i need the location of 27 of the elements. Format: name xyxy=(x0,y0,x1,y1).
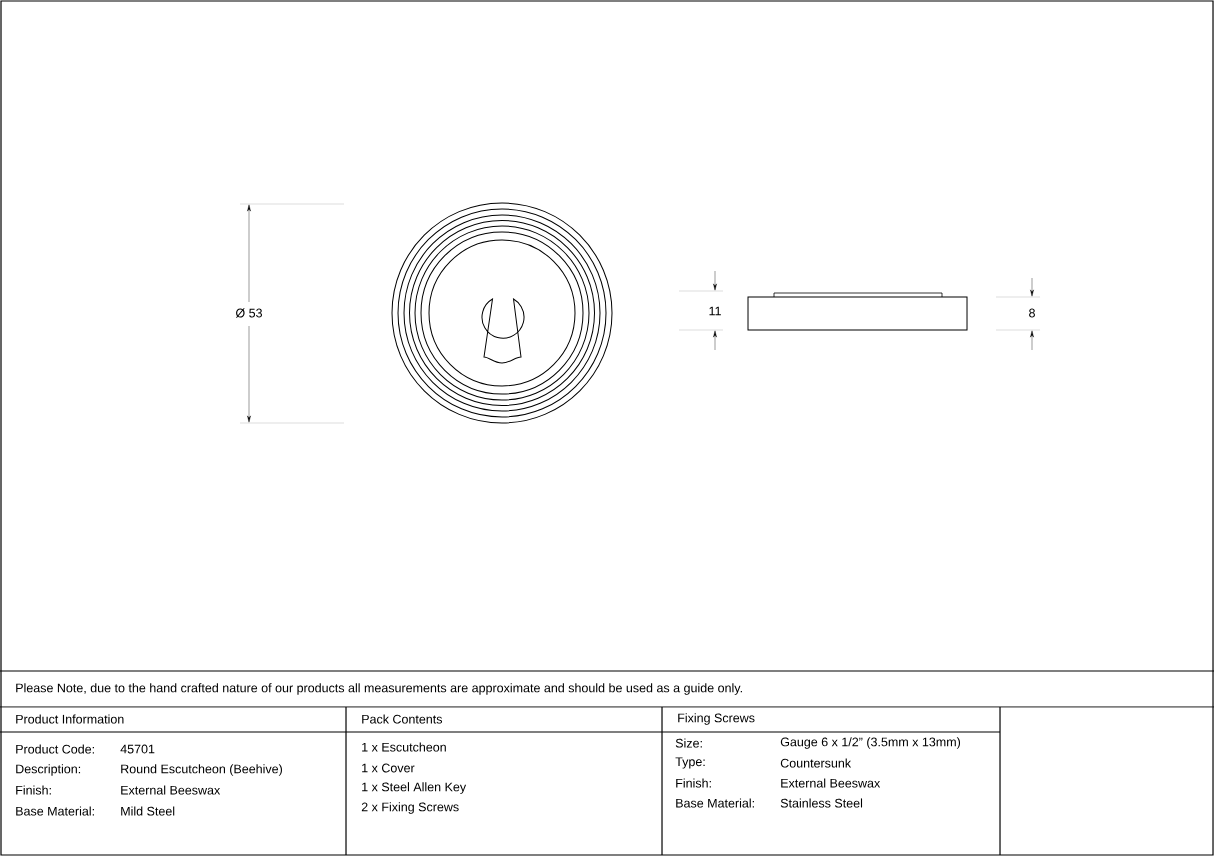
field-value: Round Escutcheon (Beehive) xyxy=(121,764,282,776)
field-value: External Beeswax xyxy=(121,785,221,795)
field-label: Base Material: xyxy=(16,806,94,816)
dimension-label: 8 xyxy=(1027,307,1037,319)
column-header: Pack Contents xyxy=(362,714,443,724)
field-value: 45701 xyxy=(120,744,155,754)
field-value: Countersunk xyxy=(780,758,852,768)
field-label: Product Code: xyxy=(16,744,94,754)
field-value: Stainless Steel xyxy=(780,798,863,808)
list-item: 1 x Cover xyxy=(362,763,415,773)
field-label: Type: xyxy=(675,757,705,769)
list-item: 1 x Escutcheon xyxy=(362,742,446,752)
dimension-label: 11 xyxy=(707,305,723,317)
column-header: Product Information xyxy=(16,714,124,724)
field-label: Description: xyxy=(16,764,81,776)
field-value: External Beeswax xyxy=(781,778,881,788)
dimension-label: Ø 53 xyxy=(234,307,264,319)
field-label: Finish: xyxy=(676,778,711,788)
field-value: Gauge 6 x 1/2” (3.5mm x 13mm) xyxy=(780,737,960,749)
list-item: 1 x Steel Allen Key xyxy=(362,782,467,794)
field-value: Mild Steel xyxy=(121,806,175,816)
column-header: Fixing Screws xyxy=(678,713,755,725)
field-label: Size: xyxy=(675,738,702,748)
field-label: Finish: xyxy=(16,785,51,795)
note-text: Please Note, due to the hand crafted nature of our products all measurements are approximate and should be used as a guide only. xyxy=(16,683,742,695)
list-item: 2 x Fixing Screws xyxy=(361,802,459,814)
field-label: Base Material: xyxy=(676,798,754,808)
